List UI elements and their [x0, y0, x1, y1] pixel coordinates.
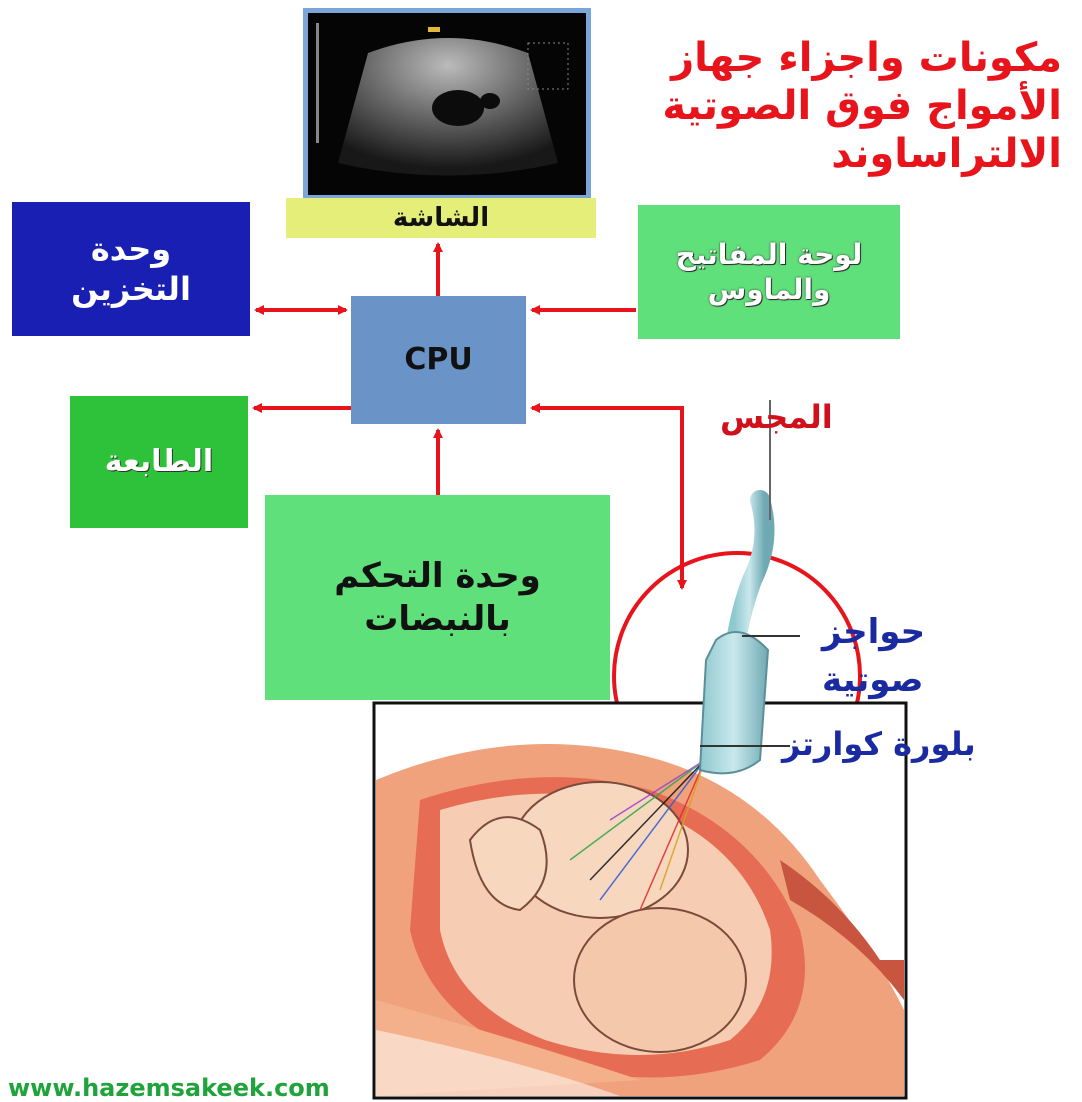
website-watermark: www.hazemsakeek.com — [8, 1074, 330, 1102]
acoustic-barriers-label-2: صوتية — [822, 660, 923, 700]
quartz-crystal-label: بلورة كوارتز — [782, 725, 976, 763]
acoustic-barriers-label-1: حواجز — [822, 612, 925, 652]
probe-body — [700, 632, 768, 773]
probe-label: المجس — [720, 398, 833, 436]
arrow-probe-cpu — [532, 408, 682, 588]
